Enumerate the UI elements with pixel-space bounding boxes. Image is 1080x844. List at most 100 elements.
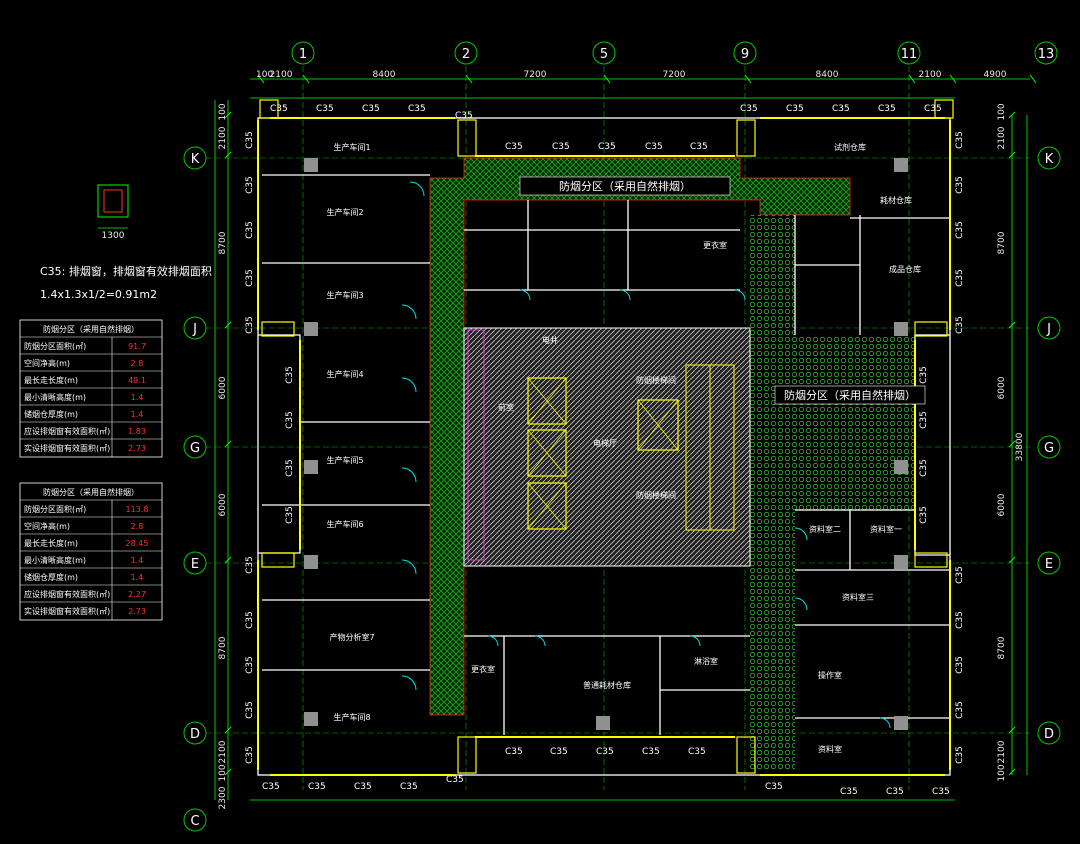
room-labels: 生产车间1 生产车间2 生产车间3 生产车间4 生产车间5 生产车间6 产物分析…: [326, 142, 921, 754]
axis-label: 9: [741, 47, 749, 62]
room-label: 资料室二: [809, 524, 841, 534]
window-label: C35: [455, 111, 473, 121]
table-cell-value: 1.83: [128, 427, 146, 436]
dim-text: 33800: [1015, 432, 1025, 461]
dim-text: 8700: [997, 231, 1007, 254]
axis-label: D: [190, 727, 200, 742]
room-label: 资料室: [818, 744, 842, 754]
table-cell-label: 储烟仓厚度(m): [24, 409, 78, 419]
table-cell-value: 91.7: [128, 342, 146, 351]
dim-text: 6000: [218, 493, 228, 516]
dim-text: 100: [997, 103, 1007, 120]
window-label: C35: [245, 176, 255, 194]
window-label: C35: [886, 787, 904, 797]
window-labels: C35 C35 C35 C35 C35 C35 C35 C35 C35 C35 …: [245, 104, 965, 797]
smoke-zone-table-1: 防烟分区（采用自然排烟） 防烟分区面积(㎡) 91.7 空间净高(m) 2.8 …: [19, 319, 163, 458]
window-label: C35: [955, 566, 965, 584]
window-label: C35: [270, 104, 288, 114]
axis-label: D: [1044, 727, 1054, 742]
table-cell-label: 防烟分区面积(㎡): [24, 341, 86, 351]
window-label: C35: [552, 142, 570, 152]
window-label: C35: [245, 746, 255, 764]
dim-text: 100: [218, 103, 228, 120]
window-label: C35: [932, 787, 950, 797]
window-label: C35: [285, 506, 295, 524]
table-cell-label: 储烟仓厚度(m): [24, 572, 78, 582]
window-label: C35: [285, 459, 295, 477]
window-label: C35: [955, 701, 965, 719]
table-cell-value: 1.4: [131, 410, 144, 419]
room-label: 淋浴室: [694, 656, 718, 666]
window-label: C35: [690, 142, 708, 152]
window-label: C35: [262, 782, 280, 792]
room-label: 操作室: [818, 670, 842, 680]
dim-text: 2100: [919, 70, 942, 80]
table-cell-value: 2.8: [131, 522, 144, 531]
top-dimensions: 100 2100 8400 7200 7200 8400 2100 4900: [256, 70, 1007, 80]
right-axis-bubbles: K J G E D: [1037, 146, 1061, 745]
window-label: C35: [740, 104, 758, 114]
window-label: C35: [955, 176, 965, 194]
doors: [401, 181, 891, 729]
window-label: C35: [919, 366, 929, 384]
dim-text: 4900: [984, 70, 1007, 80]
window-note-line1: C35: 排烟窗，排烟窗有效排烟面积: [40, 264, 212, 278]
window-label: C35: [955, 269, 965, 287]
room-label: 生产车间4: [326, 369, 363, 379]
window-label: C35: [642, 747, 660, 757]
window-label: C35: [245, 701, 255, 719]
room-label: 成品仓库: [889, 264, 921, 274]
table-title: 防烟分区（采用自然排烟）: [43, 324, 139, 334]
dim-text: 2100: [270, 70, 293, 80]
smoke-zone-label: 防烟分区（采用自然排烟）: [559, 179, 691, 193]
right-dimensions: 2100 8700 6000 6000 8700 2100 100 100 33…: [997, 103, 1025, 781]
room-label: 耗材仓库: [880, 195, 912, 205]
window-label: C35: [919, 506, 929, 524]
table-cell-value: 1.4: [131, 573, 144, 582]
table-cell-value: 2.73: [128, 444, 146, 453]
left-dimensions: 2100 8700 6000 6000 8700 2100 2300 100 1…: [218, 103, 228, 809]
dim-text: 8400: [816, 70, 839, 80]
table-cell-value: 1.4: [131, 393, 144, 402]
dim-text: 6000: [997, 493, 1007, 516]
table-cell-value: 28.45: [126, 539, 149, 548]
window-label: C35: [955, 131, 965, 149]
room-label: 更衣室: [703, 240, 727, 250]
window-label: C35: [245, 316, 255, 334]
room-label: 电梯厅: [593, 438, 617, 448]
table-cell-label: 应设排烟窗有效面积(㎡): [24, 589, 110, 599]
table-cell-value: 49.1: [128, 376, 146, 385]
window-label: C35: [550, 747, 568, 757]
axis-label: C: [190, 814, 199, 829]
window-label: C35: [245, 269, 255, 287]
room-label: 前室: [498, 402, 514, 412]
table-cell-label: 最长走长度(m): [24, 375, 78, 385]
table-cell-value: 2.8: [131, 359, 144, 368]
window-label: C35: [245, 131, 255, 149]
dim-text: 2100: [997, 126, 1007, 149]
window-label: C35: [955, 746, 965, 764]
room-label: 资料室三: [842, 592, 874, 602]
dim-text: 2100: [218, 740, 228, 763]
window-label: C35: [245, 221, 255, 239]
table-title: 防烟分区（采用自然排烟）: [43, 487, 139, 497]
dim-text: 8700: [997, 636, 1007, 659]
core-area: [463, 327, 751, 567]
window-label: C35: [919, 459, 929, 477]
window-label: C35: [786, 104, 804, 114]
small-columns: [304, 158, 908, 730]
window-note-line2: 1.4x1.3x1/2=0.91m2: [40, 288, 157, 301]
dim-text: 8700: [218, 231, 228, 254]
axis-label: K: [191, 152, 200, 167]
table-cell-label: 防烟分区面积(㎡): [24, 504, 86, 514]
table-cell-value: 113.8: [126, 505, 149, 514]
window-note: C35: 排烟窗，排烟窗有效排烟面积 1.4x1.3x1/2=0.91m2: [40, 264, 212, 301]
window-label: C35: [688, 747, 706, 757]
window-label: C35: [400, 782, 418, 792]
room-label: 生产车间1: [333, 142, 370, 152]
room-label: 生产车间8: [333, 712, 370, 722]
window-label: C35: [446, 775, 464, 785]
room-label: 资料室一: [870, 524, 902, 534]
room-label: 生产车间3: [326, 290, 363, 300]
